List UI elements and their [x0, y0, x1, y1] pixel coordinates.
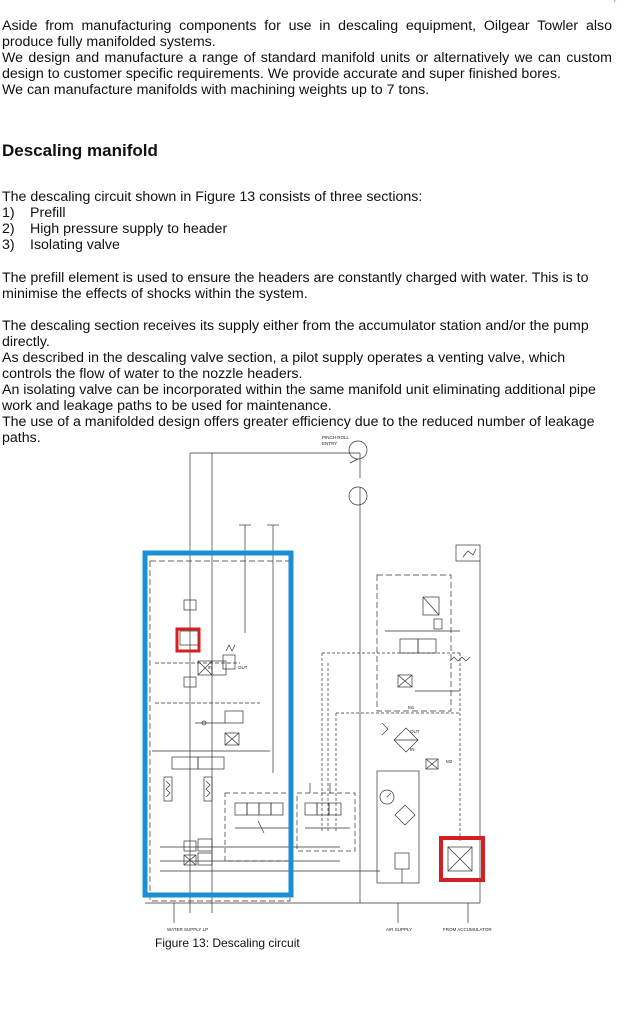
descaling-line-1: The descaling section receives its suppl…: [2, 318, 589, 350]
prefill-paragraph: The prefill element is used to ensure th…: [2, 270, 589, 302]
descaling-line-2: As described in the descaling valve sect…: [2, 350, 566, 382]
air-supply-label: AIR SUPPLY: [386, 927, 412, 932]
in-label: IN: [208, 665, 213, 670]
pinch-roll-label: PINCH ROLL: [322, 435, 350, 440]
out-label: OUT: [410, 729, 420, 734]
highlight-red-box-small: [175, 627, 201, 653]
out-label: OUT: [238, 665, 248, 670]
list-item: 1)Prefill: [2, 205, 66, 221]
accumulator-label: FROM ACCUMULATOR: [443, 927, 492, 932]
water-supply-label: WATER SUPPLY LP: [167, 927, 208, 932]
descaling-line-3: An isolating valve can be incorporated w…: [2, 382, 596, 414]
descaling-circuit-diagram: PINCH ROLL ENTRY OUT OUT IN IN M1 M2 WAT…: [142, 435, 492, 932]
intro-line-1: Aside from manufacturing components for …: [2, 18, 612, 34]
highlight-red-box-accumulator: [439, 836, 485, 882]
intro-line-4: design to customer specific requirements…: [2, 66, 561, 82]
section-lead: The descaling circuit shown in Figure 13…: [2, 189, 423, 205]
list-item: 3)Isolating valve: [2, 237, 120, 253]
corner-mark: ˊ: [613, 0, 617, 11]
m2-label: M2: [446, 759, 453, 764]
entry-label: ENTRY: [322, 441, 337, 446]
highlight-blue-box: [142, 550, 294, 898]
list-item: 2)High pressure supply to header: [2, 221, 228, 237]
in-label: IN: [410, 747, 415, 752]
descaling-line-4: The use of a manifolded design offers gr…: [2, 414, 595, 446]
intro-paragraph: Aside from manufacturing components for …: [2, 18, 612, 98]
intro-line-3: We design and manufacture a range of sta…: [2, 50, 612, 66]
sections-list: 1)Prefill 2)High pressure supply to head…: [2, 205, 227, 253]
intro-line-5: We can manufacture manifolds with machin…: [2, 82, 430, 98]
intro-line-2: produce fully manifolded systems.: [2, 34, 216, 50]
section-heading: Descaling manifold: [2, 141, 158, 160]
descaling-paragraph: The descaling section receives its suppl…: [2, 318, 612, 446]
figure-caption: Figure 13: Descaling circuit: [155, 936, 300, 950]
m1-label: M1: [408, 705, 415, 710]
